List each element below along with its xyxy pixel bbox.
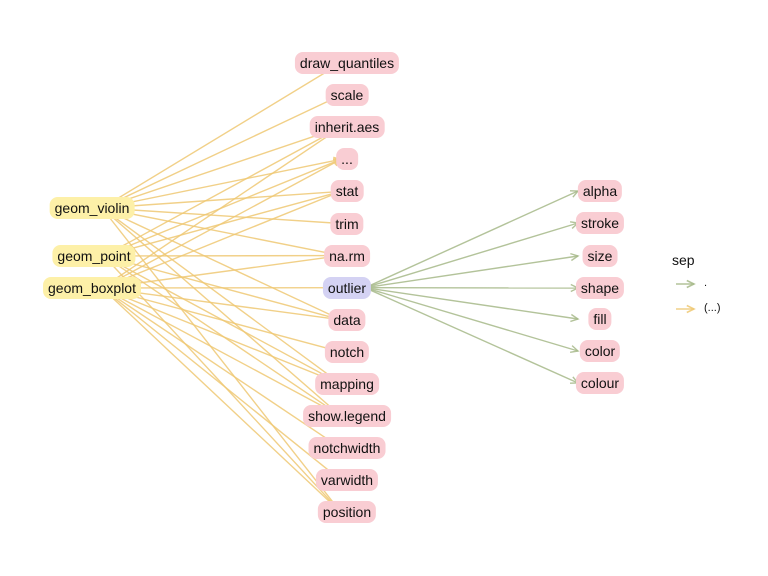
edge-outlier-to-size-arrowhead: [570, 252, 580, 262]
node-subparam-color: color: [579, 340, 621, 362]
node-param-na-rm: na.rm: [324, 244, 370, 267]
node-subparam-shape: shape: [575, 277, 625, 299]
edge-outlier-to-fill: [364, 287, 579, 320]
node-subparam-size: size: [582, 245, 618, 267]
node-subparam-stroke: stroke: [575, 212, 625, 234]
edge-outlier-to-color-arrowhead: [569, 345, 580, 353]
node-param-trim: trim: [330, 212, 364, 235]
edge-geom-violin-to-trim: [101, 207, 342, 225]
node-param-show-legend: show.legend: [303, 405, 391, 428]
edge-layer: [101, 62, 580, 514]
legend-key-ellipsis-arrowhead: [686, 304, 696, 314]
edge-outlier-to-fill-arrowhead: [570, 313, 580, 323]
edge-geom-violin-to-na-rm: [101, 207, 342, 257]
edge-geom-boxplot-to-show-legend: [101, 287, 342, 417]
node-param-scale: scale: [325, 84, 369, 107]
edge-geom-violin-to-draw-quantiles: [101, 62, 342, 209]
node-subparam-alpha: alpha: [577, 180, 623, 202]
edge-geom-boxplot-to-data: [101, 287, 342, 321]
node-param-data: data: [328, 308, 366, 331]
edge-geom-boxplot-to-stat: [101, 190, 342, 289]
edge-geom-violin-to-mapping: [101, 207, 342, 385]
node-function-geom-point: geom_point: [52, 245, 136, 267]
edge-outlier-to-colour: [364, 287, 579, 384]
edge-outlier-to-color: [364, 287, 579, 352]
edge-geom-boxplot-to-position: [101, 287, 342, 513]
edge-geom-boxplot-to-notch: [101, 287, 342, 353]
edge-outlier-to-stroke: [364, 222, 579, 289]
node-param-varwidth: varwidth: [315, 469, 379, 492]
legend-keys: [676, 279, 696, 314]
node-subparam-fill: fill: [588, 308, 612, 330]
node-param-stat: stat: [330, 180, 364, 203]
edge-outlier-to-size: [364, 255, 579, 289]
edge-geom-violin-to-scale: [101, 94, 342, 209]
node-param-notch: notch: [324, 340, 370, 363]
edge-geom-violin-to-show-legend: [101, 207, 342, 417]
node-param-inherit-aes: inherit.aes: [309, 116, 385, 139]
edge-geom-violin-to-inherit-aes: [101, 126, 342, 209]
edge-geom-boxplot-to-varwidth: [101, 287, 342, 481]
legend-key-dot-arrowhead: [686, 279, 696, 289]
edge-geom-boxplot-to-inherit-aes: [101, 126, 342, 289]
edge-geom-boxplot-to-na-rm: [101, 254, 342, 289]
edge-geom-violin-to-ellipsis: [101, 158, 342, 209]
node-function-geom-boxplot: geom_boxplot: [43, 277, 141, 299]
edge-geom-point-to-inherit-aes: [103, 126, 342, 257]
edge-outlier-to-alpha: [364, 190, 579, 289]
node-param-ellipsis: ...: [336, 148, 358, 171]
node-param-position: position: [317, 501, 377, 524]
node-param-mapping: mapping: [315, 373, 379, 395]
legend-label-dot: .: [704, 277, 708, 289]
edge-geom-boxplot-to-notchwidth: [101, 287, 342, 449]
node-param-notchwidth: notchwidth: [308, 437, 386, 460]
node-param-outlier: outlier: [322, 276, 372, 299]
legend-label-ellipsis: (...): [704, 302, 721, 314]
edge-geom-violin-to-position: [101, 207, 342, 513]
edge-geom-violin-to-data: [101, 207, 342, 321]
edge-geom-violin-to-stat: [101, 190, 342, 209]
node-function-geom-violin: geom_violin: [49, 197, 135, 219]
node-subparam-colour: colour: [575, 372, 625, 394]
node-param-draw-quantiles: draw_quantiles: [294, 52, 400, 74]
legend-title: sep: [672, 252, 695, 268]
edge-geom-boxplot-to-mapping: [101, 287, 342, 385]
edge-geom-boxplot-to-ellipsis: [101, 158, 342, 289]
